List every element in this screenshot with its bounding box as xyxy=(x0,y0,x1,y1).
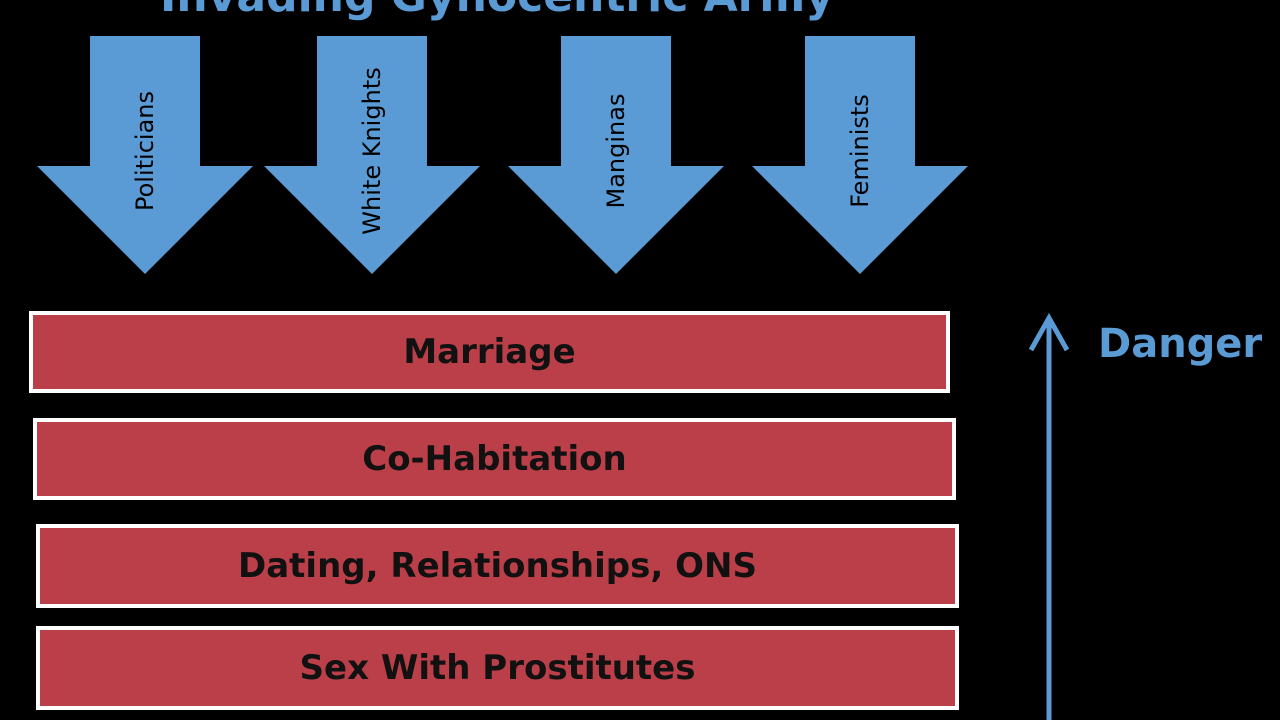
arrow-up-icon xyxy=(1028,312,1070,720)
arrow-politicians: Politicians xyxy=(35,36,255,276)
arrow-down-icon xyxy=(37,36,253,274)
layer-prostitutes: Sex With Prostitutes xyxy=(36,626,959,710)
diagram-title: Invading Gynocentric Army xyxy=(160,0,860,22)
arrow-down-icon xyxy=(508,36,724,274)
danger-label: Danger xyxy=(1098,321,1263,367)
arrow-label: Feminists xyxy=(846,94,874,208)
arrow-white-knights: White Knights xyxy=(262,36,482,276)
arrow-down-icon xyxy=(264,36,480,274)
arrow-down-icon xyxy=(752,36,968,274)
arrow-label: Manginas xyxy=(602,93,630,209)
arrow-label: Politicians xyxy=(131,91,159,211)
arrow-feminists: Feminists xyxy=(750,36,970,276)
arrow-label: White Knights xyxy=(358,67,386,235)
layer-dating: Dating, Relationships, ONS xyxy=(36,524,959,608)
arrow-manginas: Manginas xyxy=(506,36,726,276)
layer-marriage: Marriage xyxy=(29,311,950,393)
layer-co-habitation: Co-Habitation xyxy=(33,418,956,500)
